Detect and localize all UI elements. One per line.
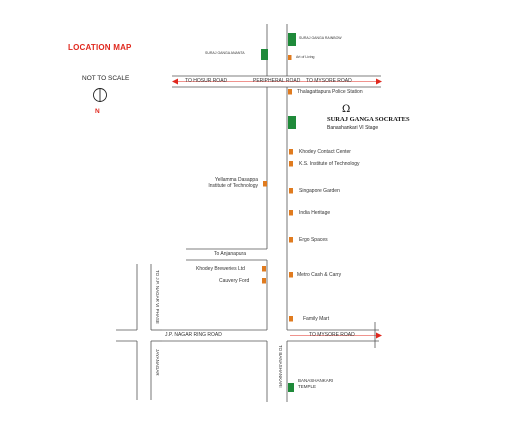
label-khodey-contact: Khodey Contact Center bbox=[299, 149, 351, 155]
marker-ks-institute[interactable] bbox=[289, 161, 293, 167]
label-police-station: Thalagattapura Police Station bbox=[297, 89, 363, 95]
label-family-mart: Family Mart bbox=[303, 316, 330, 322]
label-banashankari-temple: BANASHANKARI TEMPLE bbox=[298, 378, 334, 389]
marker-singapore-garden[interactable] bbox=[289, 188, 293, 194]
marker-metro-cash[interactable] bbox=[289, 272, 293, 278]
marker-ergo-spaces[interactable] bbox=[289, 237, 293, 243]
road-label-mysore: TO MYSORE ROAD bbox=[306, 78, 352, 84]
arrow-right-mysore bbox=[376, 78, 382, 85]
marker-india-heritage[interactable] bbox=[289, 210, 293, 216]
label-ks-institute: K.S. Institute of Technology bbox=[299, 161, 360, 167]
label-khodey-breweries: Khodey Breweries Ltd bbox=[196, 266, 245, 272]
road-label-jayanagar: JAYANAGAR bbox=[155, 349, 160, 376]
project-marker-rainbow[interactable] bbox=[288, 33, 296, 46]
label-metro-cash: Metro Cash & Carry bbox=[297, 272, 342, 278]
label-art-of-living: Art of Living bbox=[296, 55, 315, 59]
road-label-banashankari: TO BANASHANKARI bbox=[278, 345, 283, 388]
label-ergo-spaces: Ergo Spaces bbox=[299, 237, 328, 243]
label-cauvery-ford: Cauvery Ford bbox=[219, 278, 250, 284]
marker-family-mart[interactable] bbox=[289, 316, 293, 322]
label-suraj-ganga-ananta: SURAJ GANGA ANANTA bbox=[205, 51, 245, 55]
north-label: N bbox=[95, 108, 100, 115]
marker-police-station[interactable] bbox=[288, 89, 292, 95]
road-label-peripheral: PERIPHERAL ROAD bbox=[253, 78, 301, 84]
project-name: SURAJ GANGA SOCRATES bbox=[327, 116, 410, 123]
project-logo: Ω bbox=[342, 104, 351, 115]
marker-yellamma[interactable] bbox=[263, 181, 267, 187]
map-title: LOCATION MAP bbox=[68, 43, 132, 52]
road-label-jp-vi-phase: TO J.P. NAGAR VI PHASE bbox=[155, 270, 160, 324]
project-locality: Banashankari VI Stage bbox=[327, 125, 379, 131]
marker-khodey-breweries[interactable] bbox=[262, 266, 266, 272]
marker-khodey-contact[interactable] bbox=[289, 149, 293, 155]
marker-cauvery-ford[interactable] bbox=[262, 278, 266, 284]
road-label-hosur: TO HOSUR ROAD bbox=[185, 78, 228, 84]
label-india-heritage: India Heritage bbox=[299, 210, 331, 216]
arrow-left-hosur bbox=[172, 78, 178, 85]
label-singapore-garden: Singapore Garden bbox=[299, 188, 340, 194]
marker-art-of-living[interactable] bbox=[288, 55, 292, 60]
arrow-right-mysore-ring bbox=[376, 332, 382, 339]
label-suraj-ganga-rainbow: SURAJ GANGA RAINBOW bbox=[299, 36, 342, 40]
project-marker-ananta[interactable] bbox=[261, 49, 268, 60]
project-marker-socrates[interactable] bbox=[288, 116, 296, 129]
scale-note: NOT TO SCALE bbox=[82, 75, 130, 82]
label-yellamma: Yellamma Dasappa Institute of Technology bbox=[208, 177, 258, 190]
road-label-mysore-ring: TO MYSORE ROAD bbox=[309, 332, 355, 338]
project-marker-temple[interactable] bbox=[288, 383, 294, 392]
road-label-anjanapura: To Anjanapura bbox=[214, 251, 246, 257]
road-label-jp-ring: J.P. NAGAR RING ROAD bbox=[165, 332, 222, 338]
